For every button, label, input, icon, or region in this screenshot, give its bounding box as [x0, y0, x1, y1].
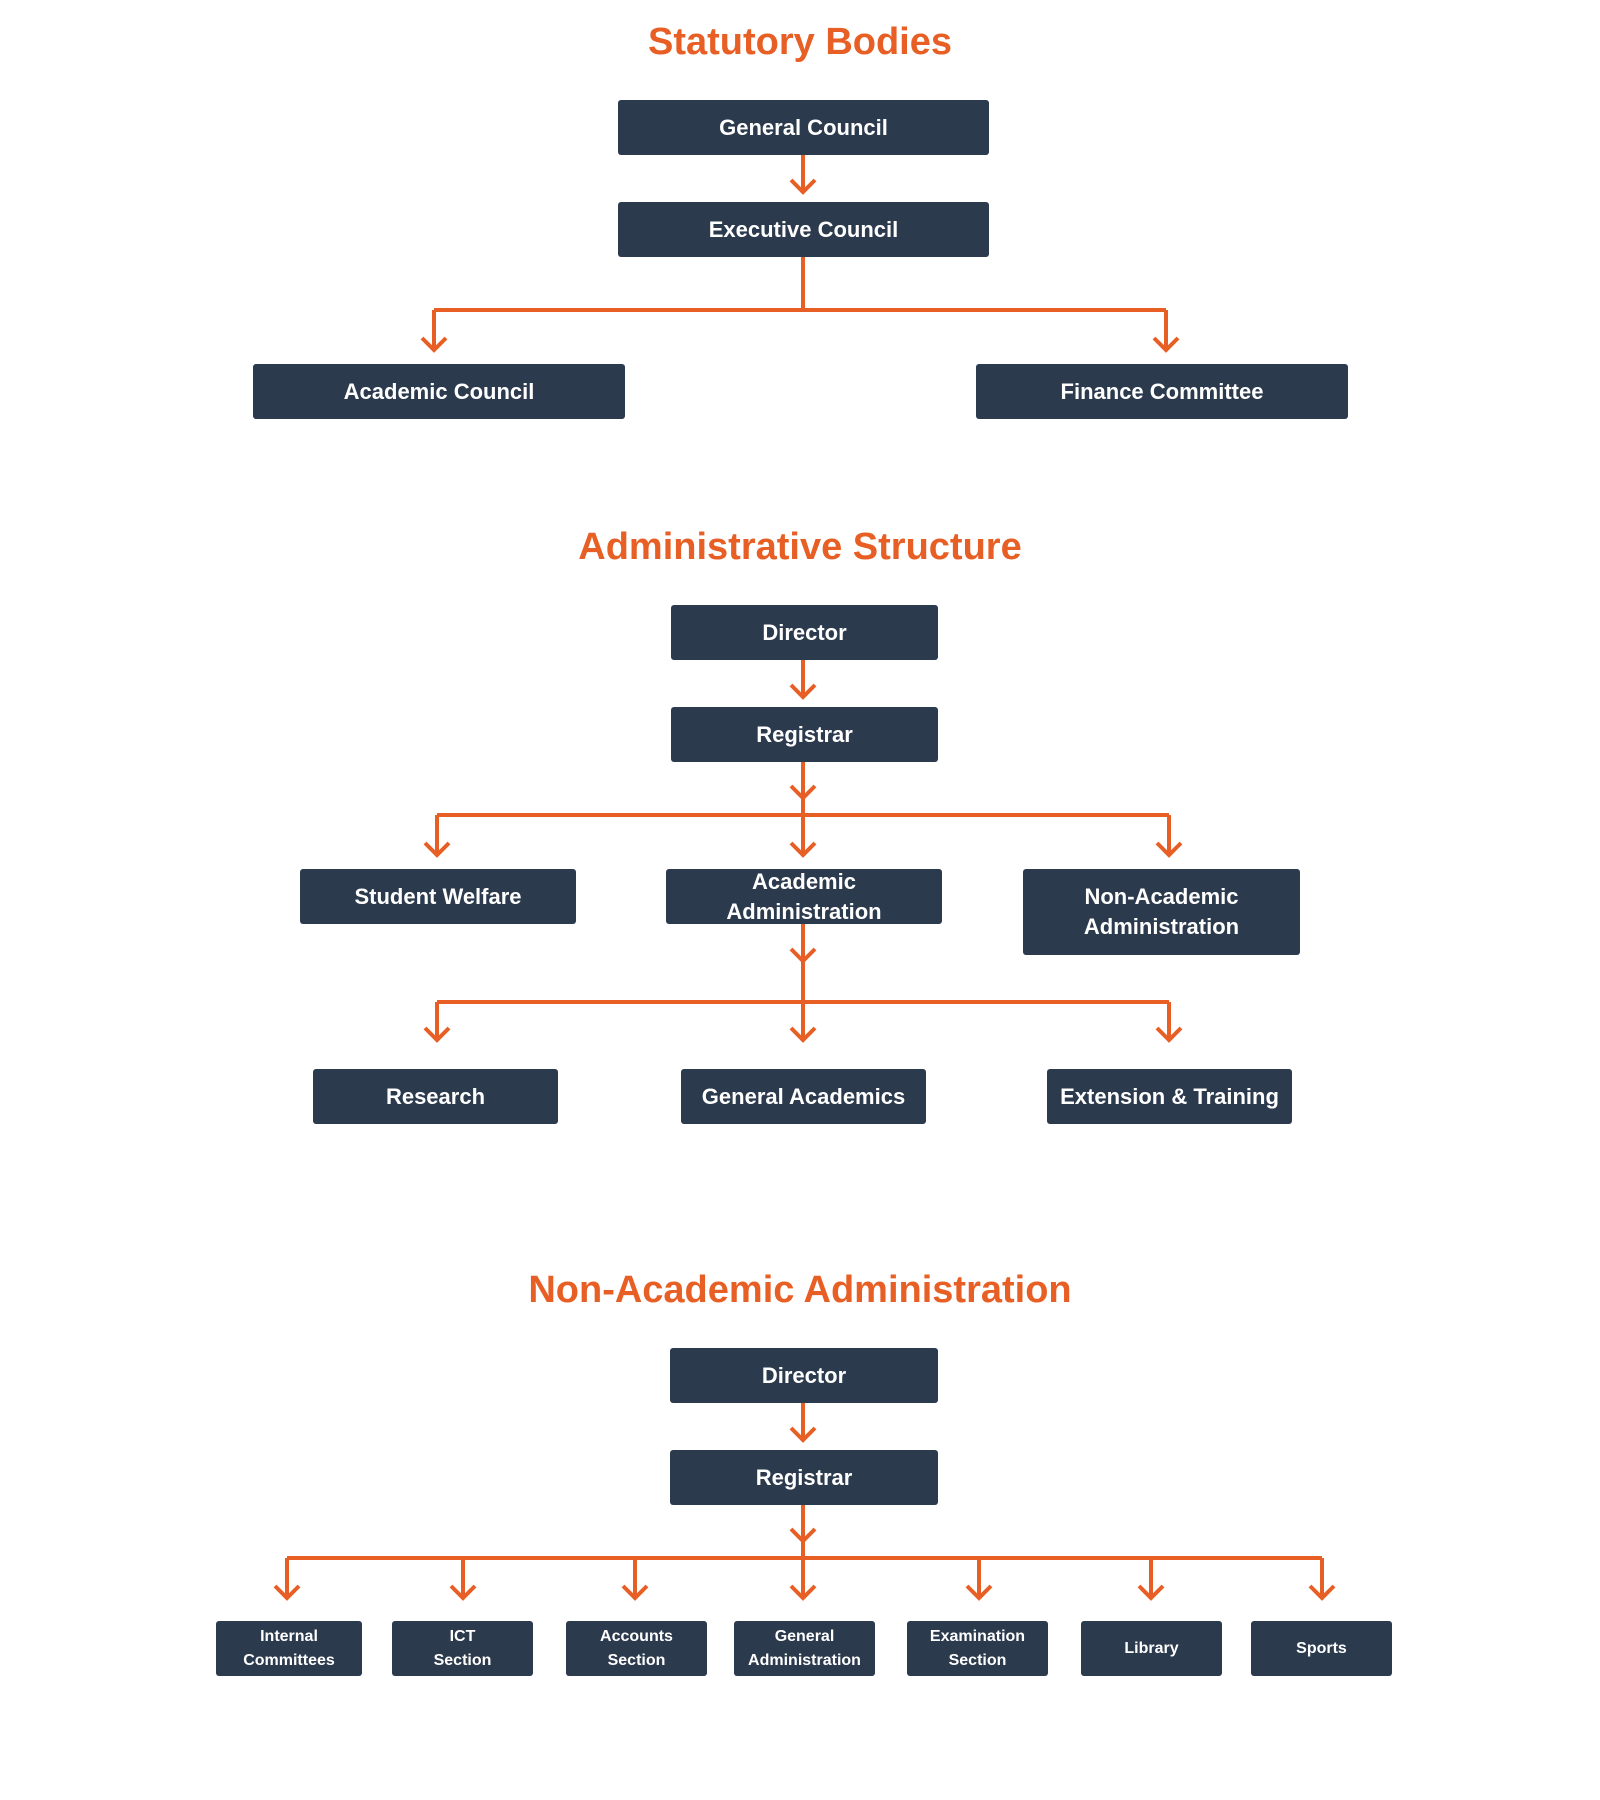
node-internal-committees: Internal Committees [216, 1621, 362, 1676]
section-title-administrative-structure: Administrative Structure [578, 526, 1022, 568]
node-finance-committee: Finance Committee [976, 364, 1348, 419]
arrow-na-registrar-branches [287, 1541, 1322, 1560]
arrow-to-examination-section [965, 1558, 993, 1601]
node-academic-administration: Academic Administration [666, 869, 942, 924]
arrow-to-sports [1308, 1558, 1336, 1601]
arrow-na-registrar-split [789, 1504, 817, 1544]
arrow-to-academic-council [420, 310, 448, 353]
node-examination-section: Examination Section [907, 1621, 1048, 1676]
arrow-to-library [1137, 1558, 1165, 1601]
arrow-to-accounts-section [621, 1558, 649, 1601]
node-na-registrar: Registrar [670, 1450, 938, 1505]
arrow-to-general-academics [789, 1002, 817, 1043]
node-registrar: Registrar [671, 707, 938, 762]
node-general-council: General Council [618, 100, 989, 155]
arrow-to-extension-training [1155, 1002, 1183, 1043]
node-na-director: Director [670, 1348, 938, 1403]
arrow-to-finance-committee [1152, 310, 1180, 353]
node-extension-training: Extension & Training [1047, 1069, 1292, 1124]
node-student-welfare: Student Welfare [300, 869, 576, 924]
node-academic-council: Academic Council [253, 364, 625, 419]
node-research: Research [313, 1069, 558, 1124]
node-general-academics: General Academics [681, 1069, 926, 1124]
arrow-to-internal-committees [273, 1558, 301, 1601]
arrow-na-director-to-registrar [789, 1402, 817, 1443]
arrow-to-general-administration [789, 1558, 817, 1601]
arrow-general-to-executive [789, 155, 817, 195]
section-title-statutory-bodies: Statutory Bodies [647, 21, 953, 63]
arrow-academic-admin-branches [437, 961, 1169, 1004]
section-title-non-academic-administration: Non-Academic Administration [528, 1269, 1072, 1311]
arrow-to-non-academic-administration [1155, 815, 1183, 858]
arrow-registrar-branches [437, 798, 1169, 817]
arrow-to-student-welfare [423, 815, 451, 858]
node-sports: Sports [1251, 1621, 1392, 1676]
arrow-registrar-split [789, 762, 817, 801]
node-non-academic-administration: Non-Academic Administration [1023, 869, 1300, 955]
arrow-academic-admin-split [789, 924, 817, 964]
node-ict-section: ICT Section [392, 1621, 533, 1676]
arrow-executive-to-branches [434, 290, 1166, 312]
node-accounts-section: Accounts Section [566, 1621, 707, 1676]
node-library: Library [1081, 1621, 1222, 1676]
node-general-administration: General Administration [734, 1621, 875, 1676]
arrow-to-academic-administration [789, 815, 817, 858]
arrow-to-ict-section [449, 1558, 477, 1601]
arrow-to-research [423, 1002, 451, 1043]
node-director: Director [671, 605, 938, 660]
node-executive-council: Executive Council [618, 202, 989, 257]
arrow-director-to-registrar [789, 660, 817, 700]
